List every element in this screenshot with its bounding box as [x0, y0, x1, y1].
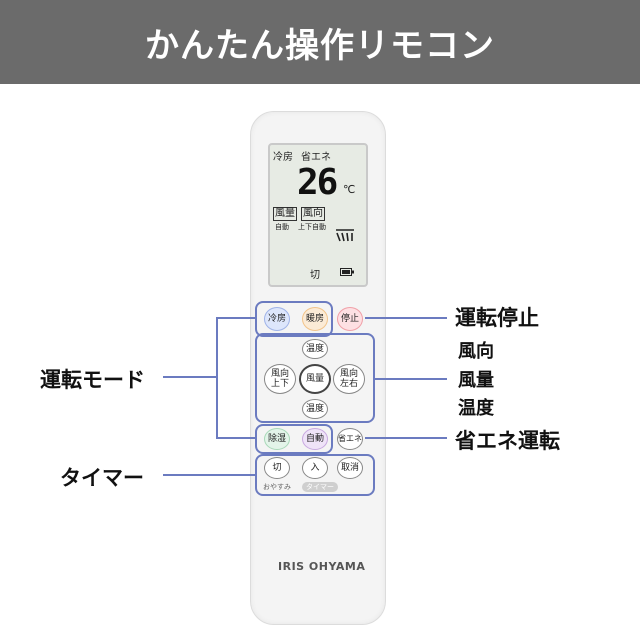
- lcd-mode: 冷房: [273, 152, 293, 163]
- battery-icon: [340, 268, 354, 276]
- mode-bracket-top: [216, 317, 256, 319]
- direction-highlight: [255, 333, 375, 423]
- on-timer-button[interactable]: 入: [302, 457, 328, 479]
- lcd-fan-label: 風量: [273, 207, 297, 221]
- callout-mode: 運転モード: [40, 368, 145, 392]
- lcd-dir-value: 上下自動: [298, 223, 326, 231]
- direction-leftright-button[interactable]: 風向 左右: [333, 364, 365, 394]
- lcd-display: [268, 143, 368, 287]
- timer-highlight: [255, 454, 375, 496]
- dehumidify-button[interactable]: 除湿: [264, 428, 290, 450]
- mode-highlight-bottom: [255, 424, 333, 454]
- heat-button[interactable]: 暖房: [302, 307, 328, 331]
- off-timer-button[interactable]: 切: [264, 457, 290, 479]
- cancel-timer-button[interactable]: 取消: [337, 457, 363, 479]
- louver-icon: [336, 229, 354, 242]
- lcd-temperature: 26: [297, 162, 338, 203]
- lcd-fan-value: 自動: [275, 223, 289, 231]
- lcd-timer: 切: [310, 270, 320, 281]
- sleep-label: おやすみ: [263, 483, 291, 491]
- fan-volume-button[interactable]: 風量: [299, 364, 331, 394]
- stop-line: [365, 317, 447, 319]
- lcd-dir-label: 風向: [301, 207, 325, 221]
- direction-line: [375, 378, 447, 380]
- temp-up-button[interactable]: 温度: [302, 339, 328, 359]
- cool-button[interactable]: 冷房: [264, 307, 290, 331]
- direction-updown-button[interactable]: 風向 上下: [264, 364, 296, 394]
- callout-eco: 省エネ運転: [455, 429, 560, 453]
- mode-bracket-bottom: [216, 437, 256, 439]
- callout-timer: タイマー: [60, 466, 144, 490]
- eco-button[interactable]: 省エネ: [337, 428, 363, 450]
- mode-bracket: [216, 317, 218, 439]
- callout-stop: 運転停止: [455, 306, 539, 330]
- stop-button[interactable]: 停止: [337, 307, 363, 331]
- timer-line: [163, 474, 255, 476]
- lcd-eco: 省エネ: [301, 152, 331, 163]
- mode-line: [163, 376, 217, 378]
- callout-volume: 風量: [458, 370, 494, 391]
- eco-line: [365, 437, 447, 439]
- auto-button[interactable]: 自動: [302, 428, 328, 450]
- banner-title: かんたん操作リモコン: [0, 0, 640, 84]
- lcd-unit: ℃: [343, 183, 356, 196]
- callout-direction: 風向: [458, 341, 494, 362]
- brand-logo: IRIS OHYAMA: [278, 560, 366, 573]
- callout-temperature: 温度: [458, 398, 494, 419]
- timer-label: タイマー: [302, 482, 338, 492]
- mode-highlight-top: [255, 301, 333, 337]
- temp-down-button[interactable]: 温度: [302, 399, 328, 419]
